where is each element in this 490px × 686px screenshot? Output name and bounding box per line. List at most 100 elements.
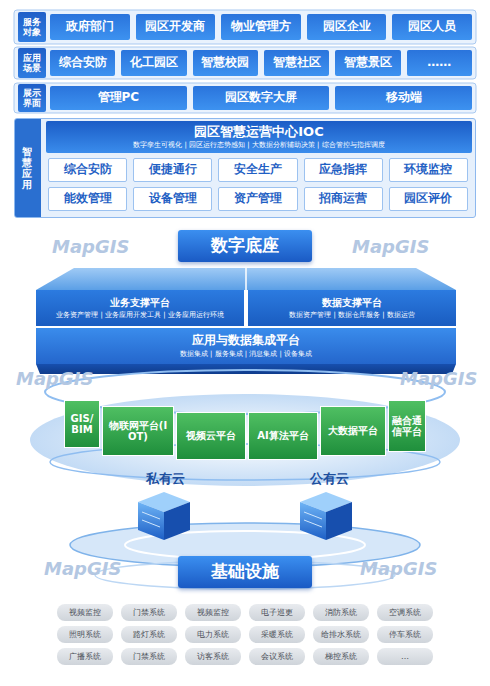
- node-title: 园区人员: [408, 20, 456, 34]
- node-title: 照明系统: [69, 630, 101, 639]
- node-title: 应用与数据集成平台: [192, 334, 300, 348]
- node-title: 梯控系统: [325, 652, 357, 661]
- node-title: 采暖系统: [261, 630, 293, 639]
- application-box: 环境监控: [389, 158, 468, 182]
- category-box: 园区数字大屏: [193, 86, 330, 110]
- application-box: 能效管理: [48, 187, 127, 211]
- system-pill: 广播系统: [57, 648, 113, 665]
- node-title: 服务对象: [23, 17, 41, 38]
- node-title: 停车系统: [389, 630, 421, 639]
- node-title: 门禁系统: [133, 608, 165, 617]
- system-pill: 采暖系统: [249, 626, 305, 643]
- category-box: 智慧社区: [264, 50, 329, 76]
- category-box: 政府部门: [50, 14, 130, 40]
- node-subtitle: 数据集成 | 服务集成 | 消息集成 | 设备集成: [180, 350, 312, 358]
- watermark: MapGIS: [16, 368, 93, 389]
- node-title: 视频监控: [197, 608, 229, 617]
- node-title: 视频监控: [69, 608, 101, 617]
- node-title: 智慧应用: [22, 146, 32, 190]
- ioc-header-bar: 园区智慧运营中心IOC数字孪生可视化 | 园区运行态势感知 | 大数据分析辅助决…: [46, 121, 472, 153]
- ring-segment: AI算法平台: [248, 412, 318, 460]
- node-title: 园区评价: [404, 192, 452, 205]
- system-pill: 停车系统: [377, 626, 433, 643]
- node-title: 移动端: [386, 91, 422, 105]
- node-title: 门禁系统: [133, 652, 165, 661]
- system-pill: 会议系统: [249, 648, 305, 665]
- node-title: AI算法平台: [257, 430, 308, 442]
- platform-box: 业务支撑平台业务资产管理 | 业务应用开发工具 | 业务应用运行环境: [36, 290, 244, 326]
- system-pill: 门禁系统: [121, 648, 177, 665]
- application-box: 招商运营: [304, 187, 383, 211]
- application-box: 设备管理: [133, 187, 212, 211]
- ring-segment: 融合通信平台: [388, 400, 426, 452]
- node-title: 基础设施: [211, 562, 279, 582]
- node-title: 大数据平台: [328, 425, 378, 437]
- system-pill: 照明系统: [57, 626, 113, 643]
- node-title: 访客系统: [197, 652, 229, 661]
- node-title: ……: [427, 56, 451, 70]
- watermark: MapGIS: [44, 558, 121, 579]
- cloud-label: 私有云: [146, 470, 185, 488]
- node-title: 消防系统: [325, 608, 357, 617]
- node-title: 应急指挥: [319, 163, 367, 176]
- node-title: 园区数字大屏: [225, 91, 297, 105]
- row-label-box: 应用场景: [18, 48, 46, 78]
- platform-3d: [36, 268, 456, 374]
- node-title: 智慧景区: [344, 56, 392, 70]
- layer-title-box: 基础设施: [178, 556, 312, 588]
- system-pill: 给排水系统: [313, 626, 369, 643]
- node-title: 招商运营: [319, 192, 367, 205]
- application-box: 综合安防: [48, 158, 127, 182]
- system-pill: 电力系统: [185, 626, 241, 643]
- ring-segment: 视频云平台: [176, 412, 246, 460]
- node-title: 便捷通行: [149, 163, 197, 176]
- row-label-box: 服务对象: [18, 12, 46, 42]
- category-box: 智慧校园: [193, 50, 258, 76]
- node-title: 应用场景: [23, 53, 41, 74]
- application-box: 资产管理: [218, 187, 297, 211]
- node-title: 物联网平台(IOT): [105, 420, 171, 443]
- node-title: 电子巡更: [261, 608, 293, 617]
- category-box: 化工园区: [121, 50, 186, 76]
- node-title: GIS/BIM: [67, 413, 97, 436]
- node-title: 综合安防: [64, 163, 112, 176]
- node-title: 园区开发商: [145, 20, 205, 34]
- category-box: 物业管理方: [221, 14, 301, 40]
- application-box: 园区评价: [389, 187, 468, 211]
- node-subtitle: 数据资产管理 | 数据仓库服务 | 数据运营: [289, 311, 415, 319]
- node-title: 数据支撑平台: [322, 297, 382, 309]
- node-title: 安全生产: [234, 163, 282, 176]
- node-title: 融合通信平台: [391, 415, 423, 438]
- node-title: 智慧社区: [273, 56, 321, 70]
- node-title: 物业管理方: [231, 20, 291, 34]
- category-box: 管理PC: [50, 86, 187, 110]
- cloud-label: 公有云: [310, 470, 349, 488]
- system-pill: 路灯系统: [121, 626, 177, 643]
- category-box: 智慧景区: [335, 50, 400, 76]
- system-pill: 访客系统: [185, 648, 241, 665]
- integration-platform-box: 应用与数据集成平台数据集成 | 服务集成 | 消息集成 | 设备集成: [36, 328, 456, 364]
- node-title: 路灯系统: [133, 630, 165, 639]
- node-title: 化工园区: [130, 56, 178, 70]
- node-title: 设备管理: [149, 192, 197, 205]
- system-pill: 梯控系统: [313, 648, 369, 665]
- node-title: 电力系统: [197, 630, 229, 639]
- application-box: 应急指挥: [304, 158, 383, 182]
- node-title: 数字底座: [211, 236, 279, 256]
- node-title: 空调系统: [389, 608, 421, 617]
- watermark: MapGIS: [352, 236, 429, 257]
- node-title: 政府部门: [66, 20, 114, 34]
- category-box: 园区企业: [307, 14, 387, 40]
- watermark: MapGIS: [52, 236, 129, 257]
- row-bands: [14, 10, 476, 113]
- category-box: ……: [407, 50, 472, 76]
- application-box: 安全生产: [218, 158, 297, 182]
- node-title: 广播系统: [69, 652, 101, 661]
- watermark: MapGIS: [360, 558, 437, 579]
- ring-segment: 大数据平台: [320, 406, 386, 456]
- platform-box: 数据支撑平台数据资产管理 | 数据仓库服务 | 数据运营: [248, 290, 456, 326]
- system-pill: 门禁系统: [121, 604, 177, 621]
- node-title: 给排水系统: [321, 630, 361, 639]
- node-subtitle: 业务资产管理 | 业务应用开发工具 | 业务应用运行环境: [56, 311, 224, 319]
